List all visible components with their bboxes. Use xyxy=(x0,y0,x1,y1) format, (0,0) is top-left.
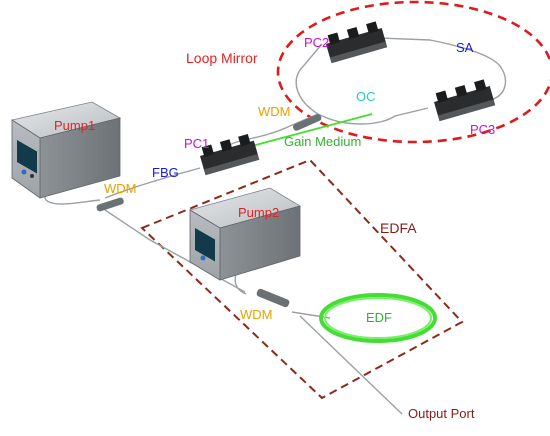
wdm-left-label: WDM xyxy=(104,181,137,196)
pc1-label: PC1 xyxy=(184,136,210,151)
wdm-left-component xyxy=(96,197,124,212)
fbg-label: FBG xyxy=(152,165,179,180)
pc2-label: PC2 xyxy=(304,35,330,50)
sa-label: SA xyxy=(456,40,474,55)
wdm-bottom-component xyxy=(256,288,290,308)
pump1-label: Pump1 xyxy=(54,118,96,133)
pc3-label: PC3 xyxy=(470,122,496,137)
edfa-label: EDFA xyxy=(380,220,417,236)
gain-medium-fiber xyxy=(251,113,373,147)
output-port-label: Output Port xyxy=(408,406,475,421)
output-fiber xyxy=(299,315,403,415)
wdm-top-component xyxy=(293,114,322,131)
wdm-top-pump-fiber xyxy=(227,125,291,147)
loop-fiber xyxy=(295,37,507,125)
oc-label: OC xyxy=(356,89,376,104)
wdm-top-label: WDM xyxy=(258,104,291,119)
fbg-fiber xyxy=(104,167,201,199)
edf-coil xyxy=(319,293,437,343)
loop-mirror-boundary xyxy=(276,0,550,144)
pump2-label: Pump2 xyxy=(238,205,280,220)
pc3-device xyxy=(434,79,496,122)
pump1-device xyxy=(10,101,122,199)
edfa-boundary xyxy=(140,158,464,400)
pc1-device xyxy=(200,133,260,176)
gain-medium-label: Gain Medium xyxy=(284,134,362,149)
wdm-to-edf-fiber xyxy=(291,311,331,319)
pc2-device xyxy=(326,21,388,64)
edf-label: EDF xyxy=(366,310,392,325)
loop-mirror-label: Loop Mirror xyxy=(186,50,258,66)
wdm-bottom-label: WDM xyxy=(240,307,273,322)
pump2-device xyxy=(188,187,302,281)
